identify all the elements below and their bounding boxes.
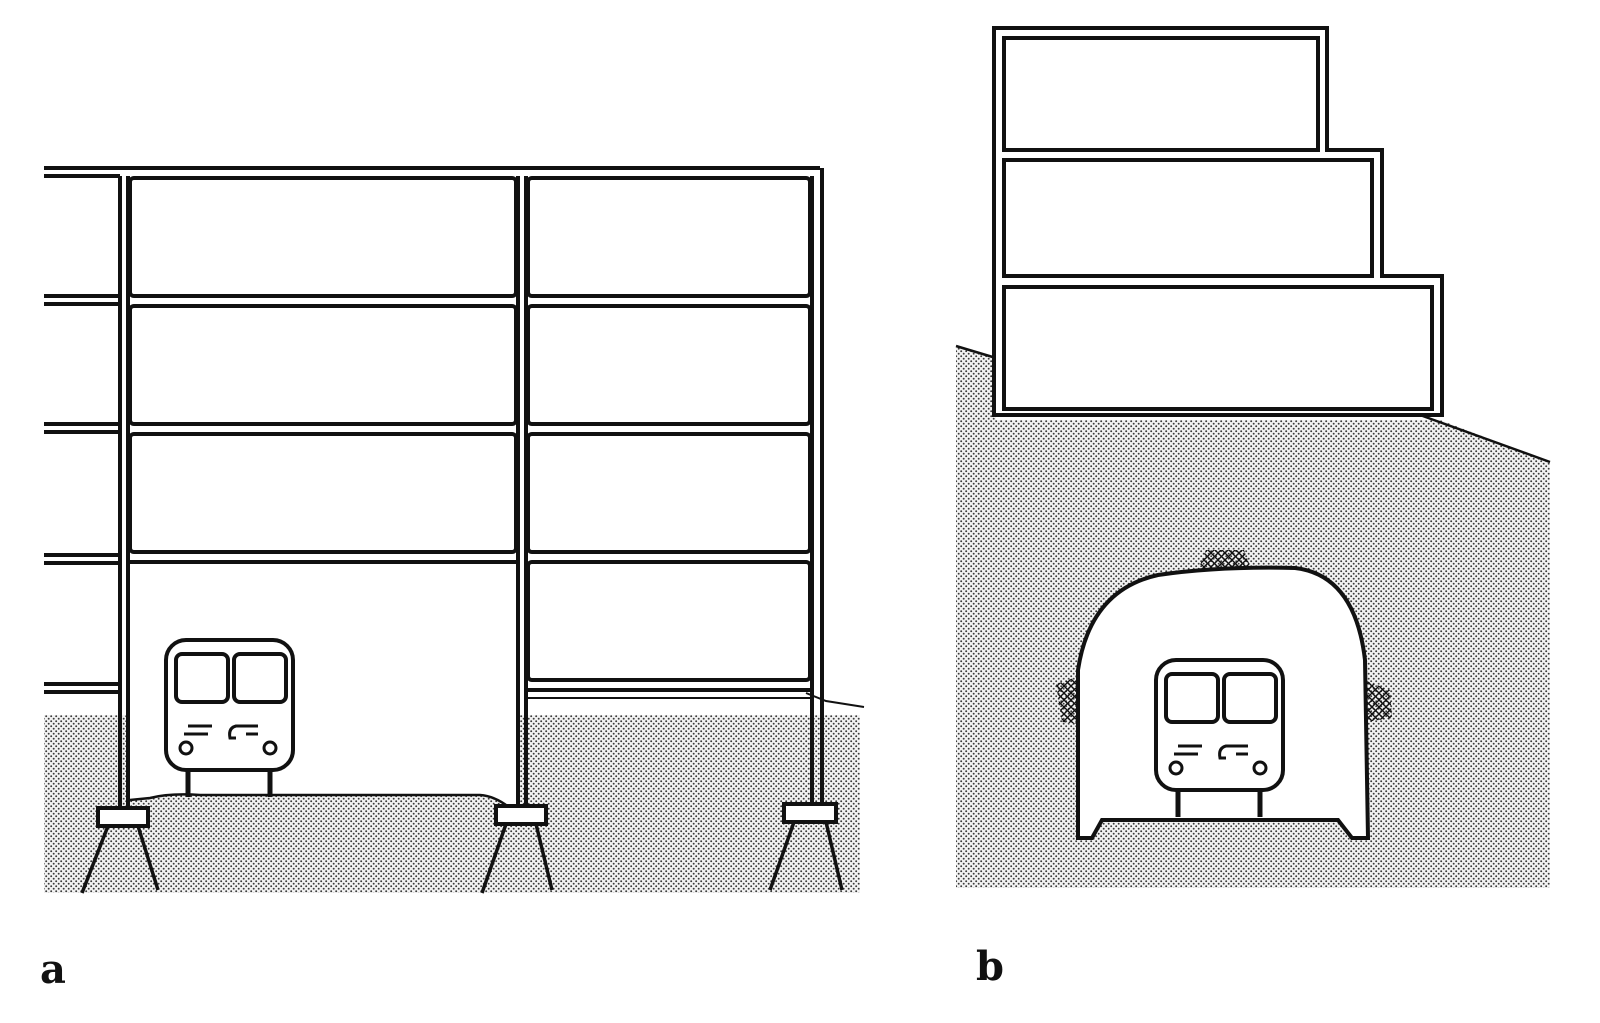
middle-bay-rooms [128,176,518,554]
right-bay-rooms [526,176,812,682]
footings [96,802,838,828]
right-wall-hatch [1364,680,1392,722]
stepped-building [992,26,1444,417]
panel-b [955,26,1551,888]
panel-a [44,166,865,894]
piles [80,821,844,894]
panel-b-caption: b [976,943,1004,990]
left-wall-hatch [1056,676,1080,724]
crown-hatch [1198,550,1250,570]
panel-a-caption: a [40,946,66,993]
